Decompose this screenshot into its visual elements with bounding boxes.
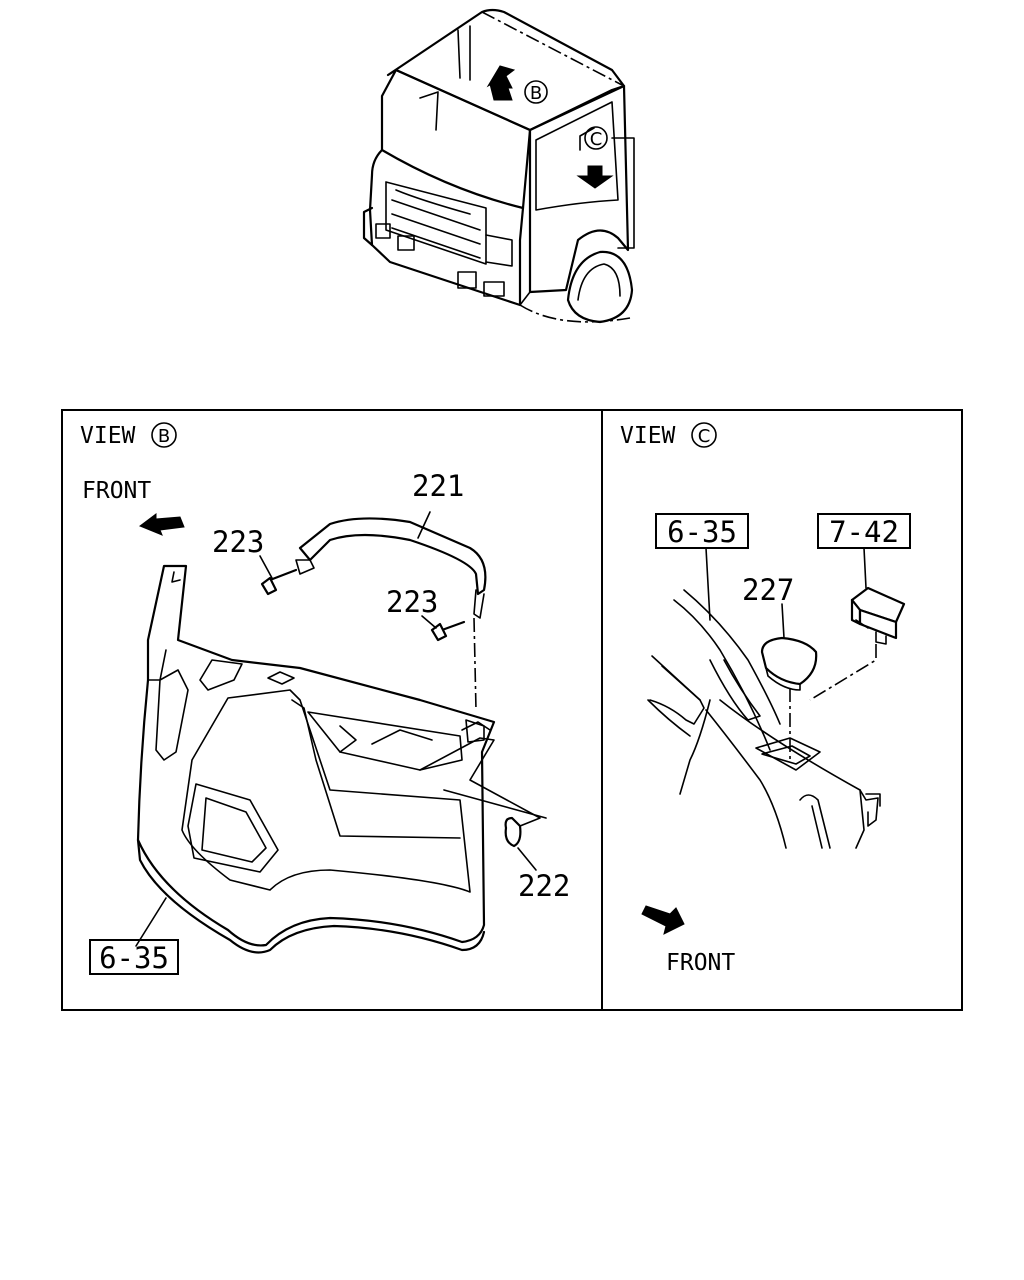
- ref-box-6-35-c: [655, 513, 749, 549]
- ref-box-6-35-c-label: 6-35: [667, 515, 737, 549]
- marker-b-label: B: [530, 83, 542, 104]
- cap-222: [504, 816, 522, 848]
- assist-grip-221: [295, 517, 487, 619]
- screw-223-right: [430, 620, 466, 642]
- view-c-marker: C: [698, 426, 711, 447]
- cap-227: [760, 636, 818, 691]
- callout-223-left: 223: [212, 525, 264, 559]
- truck-cab-illustration: B C: [362, 8, 635, 324]
- ref-box-6-35-b-label: 6-35: [99, 941, 169, 975]
- marker-b-circle: [524, 80, 548, 104]
- ref-box-7-42-label: 7-42: [829, 515, 899, 549]
- screw-223-left: [260, 568, 298, 596]
- view-c-panel: VIEW C 6-35 7-42: [620, 422, 911, 976]
- view-c-trim-structure: [647, 589, 881, 849]
- view-b-front-label: FRONT: [82, 478, 151, 504]
- callout-222: 222: [518, 869, 570, 903]
- callout-221: 221: [412, 469, 464, 503]
- callout-227: 227: [742, 573, 794, 607]
- switch-7-42: [850, 586, 906, 645]
- front-arrow-icon-c: [641, 905, 685, 935]
- view-c-title: VIEW: [620, 423, 676, 449]
- view-b-marker: B: [158, 426, 170, 447]
- view-c-marker-circle: [691, 422, 717, 448]
- marker-c-circle: [584, 126, 608, 150]
- view-b-marker-circle: [151, 422, 177, 448]
- ref-box-6-35-b: [89, 939, 179, 975]
- view-c-front-label: FRONT: [666, 950, 735, 976]
- marker-c-label: C: [590, 129, 603, 150]
- front-arrow-icon: [138, 513, 185, 536]
- door-trim-panel: [136, 564, 496, 954]
- view-b-panel: VIEW B FRONT: [80, 422, 570, 975]
- callout-223-right: 223: [386, 585, 438, 619]
- view-b-title: VIEW: [80, 423, 136, 449]
- views-frame: [61, 409, 963, 1011]
